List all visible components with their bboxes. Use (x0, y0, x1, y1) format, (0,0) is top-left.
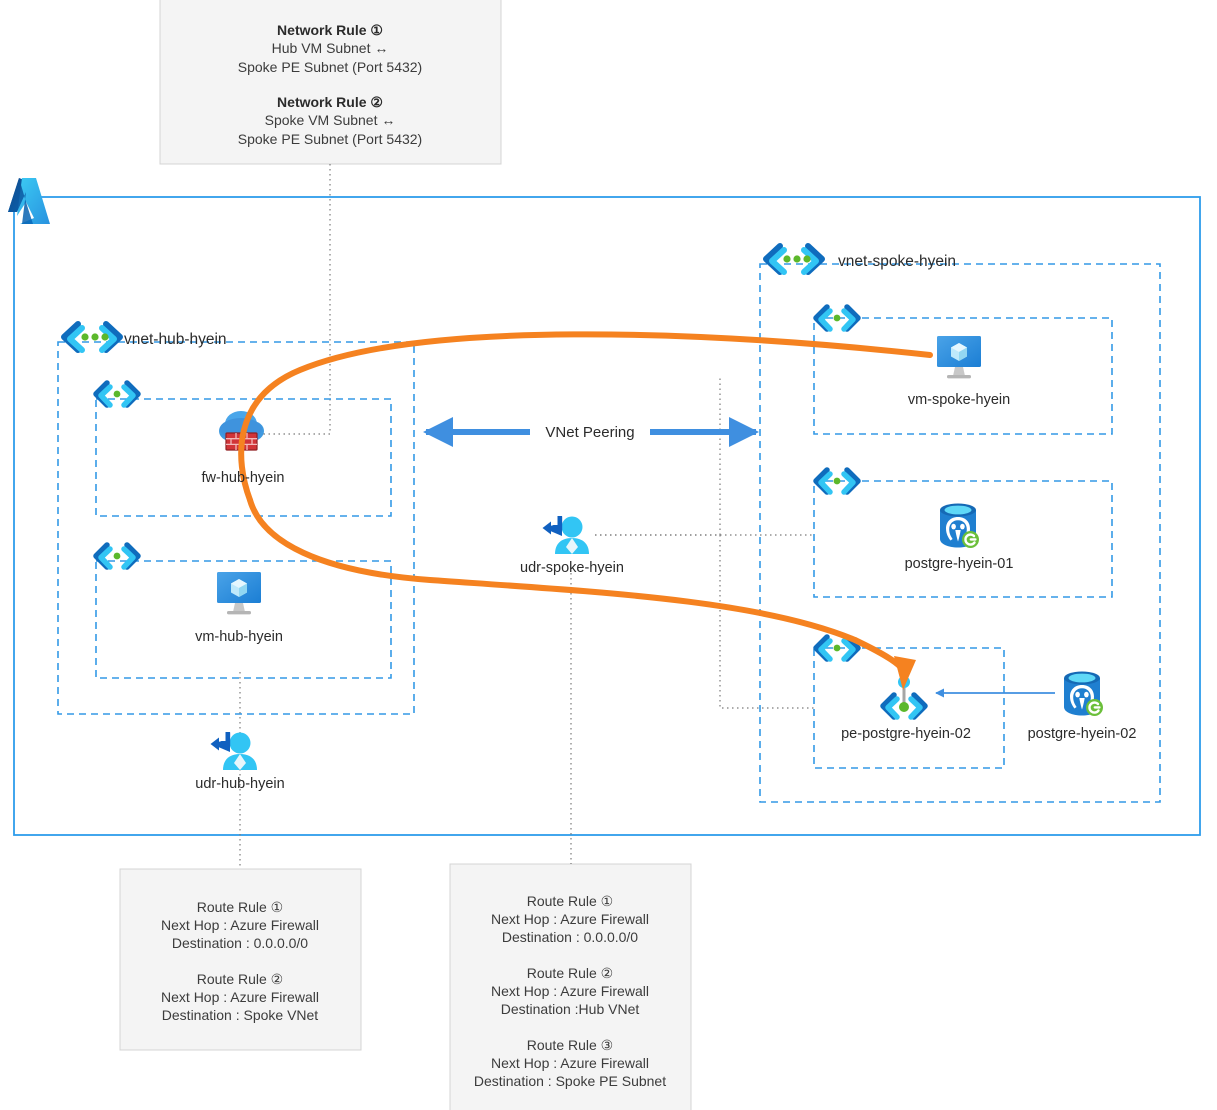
vnet-peering-group: VNet Peering (423, 417, 759, 447)
pe-postgre-02-label: pe-postgre-hyein-02 (841, 726, 971, 742)
network-rule-note-line-5: Spoke VM Subnet ↔ (265, 112, 396, 128)
udr-spoke-icon (543, 516, 590, 554)
hub-route-rule-note: Route Rule ① Next Hop : Azure Firewall D… (119, 868, 362, 1051)
spoke-route-note-line-8: Route Rule ③ (527, 1037, 613, 1053)
hub-route-note-line-1: Next Hop : Azure Firewall (161, 917, 319, 933)
orange-route-path (238, 331, 933, 690)
spoke-route-note-line-6: Destination :Hub VNet (501, 1001, 640, 1017)
connector-udrspoke-pe (719, 535, 815, 709)
vm-hub-icon (217, 572, 261, 615)
vnet-spoke-icon (766, 246, 822, 272)
postgre-01-label: postgre-hyein-01 (905, 556, 1014, 572)
network-rule-note-line-2: Spoke PE Subnet (Port 5432) (238, 59, 422, 75)
route-arrow-to-pe (852, 637, 906, 673)
network-rule-note-line-1: Hub VM Subnet ↔ (272, 40, 389, 56)
hub-route-note-line-6: Destination : Spoke VNet (162, 1007, 319, 1023)
hub-route-note-line-2: Destination : 0.0.0.0/0 (172, 935, 308, 951)
vnet-hub-box (57, 341, 415, 715)
network-rule-note: Network Rule ① Hub VM Subnet ↔ Spoke PE … (159, 0, 502, 165)
spoke-route-note-line-0: Route Rule ① (527, 893, 613, 909)
vm-spoke-label: vm-spoke-hyein (908, 392, 1010, 408)
connector-udrspoke-subnets (595, 376, 721, 536)
spoke-route-note-line-1: Next Hop : Azure Firewall (491, 911, 649, 927)
hub-route-note-line-4: Route Rule ② (197, 971, 283, 987)
udr-hub-icon (211, 732, 258, 770)
postgre-02-label: postgre-hyein-02 (1028, 726, 1137, 742)
spoke-route-note-line-4: Route Rule ② (527, 965, 613, 981)
spoke-vm-subnet-box (813, 317, 1113, 435)
vnet-spoke-label: vnet-spoke-hyein (838, 253, 956, 270)
route-firewall-to-pe (247, 497, 858, 643)
postgre-02-icon (1062, 670, 1105, 718)
network-rule-note-line-0: Network Rule ① (277, 22, 383, 38)
hub-vm-subnet-box (95, 560, 392, 679)
azure-boundary-box (13, 196, 1201, 836)
udr-hub-label: udr-hub-hyein (195, 776, 284, 792)
spoke-vm-subnet-icon (816, 307, 858, 329)
network-rule-note-line-4: Network Rule ② (277, 94, 383, 110)
hub-firewall-subnet-icon (96, 383, 138, 405)
connector-networkrule-firewall (243, 164, 331, 435)
vnet-hub-label: vnet-hub-hyein (124, 331, 227, 348)
hub-firewall-subnet-box (95, 398, 392, 517)
udr-hub-group: udr-hub-hyein (195, 732, 285, 792)
route-vmspoke-to-firewall (238, 331, 933, 503)
spoke-route-rule-note: Route Rule ① Next Hop : Azure Firewall D… (449, 863, 692, 1110)
vnet-hub-icon (64, 324, 120, 350)
spoke-route-note-line-5: Next Hop : Azure Firewall (491, 983, 649, 999)
vnet-hub-group: vnet-hub-hyein vm-hub-hyein (57, 324, 415, 715)
udr-spoke-label: udr-spoke-hyein (520, 560, 624, 576)
spoke-db-subnet-icon (816, 470, 858, 492)
spoke-route-note-line-9: Next Hop : Azure Firewall (491, 1055, 649, 1071)
network-rule-note-line-6: Spoke PE Subnet (Port 5432) (238, 131, 422, 147)
postgre-01-icon (938, 502, 981, 550)
spoke-route-note-line-2: Destination : 0.0.0.0/0 (502, 929, 638, 945)
hub-route-note-line-5: Next Hop : Azure Firewall (161, 989, 319, 1005)
vnet-spoke-group: vnet-spoke-hyein vm-spoke-hyein postgre-… (759, 246, 1161, 803)
peering-label: VNet Peering (545, 424, 634, 441)
spoke-route-note-line-10: Destination : Spoke PE Subnet (474, 1073, 666, 1089)
udr-spoke-group: udr-spoke-hyein (520, 516, 624, 576)
vm-spoke-icon (937, 336, 981, 379)
route-arrowhead (894, 656, 916, 690)
hub-vm-subnet-icon (96, 545, 138, 567)
hub-route-note-line-0: Route Rule ① (197, 899, 283, 915)
vm-hub-label: vm-hub-hyein (195, 629, 283, 645)
fw-hub-label: fw-hub-hyein (201, 470, 284, 486)
spoke-db-subnet-box (813, 480, 1113, 598)
